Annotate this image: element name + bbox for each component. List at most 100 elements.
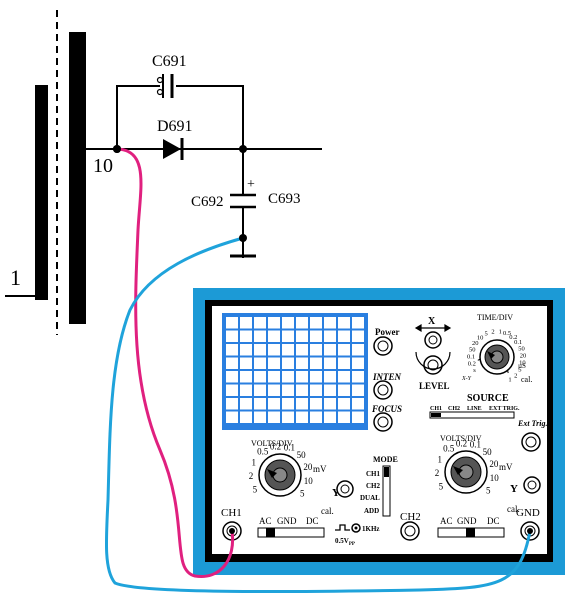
mode-slider-thumb[interactable] (384, 467, 389, 477)
level-arc-icon (415, 351, 451, 370)
screen-grid-cell (282, 384, 294, 396)
level-knob[interactable] (423, 355, 443, 375)
time-div-tick-label: 2 (491, 329, 494, 336)
ch2-coupling-thumb[interactable] (466, 528, 475, 537)
ch1-volts-tick-label: 5 (300, 489, 305, 499)
screen-grid-cell (268, 330, 280, 342)
ch2-volts-tick-label: 20 (489, 459, 499, 469)
secondary-winding-core (69, 32, 86, 324)
x-arrows-icon (414, 323, 452, 333)
screen-grid-cell (324, 344, 336, 356)
time-div-knob[interactable] (479, 339, 515, 375)
time-div-tick-label: s (473, 367, 476, 374)
ch1-volts-tick-label: 5 (253, 485, 258, 495)
screen-grid-cell (282, 411, 294, 423)
probe-ground-node (239, 234, 247, 242)
mode-slider[interactable] (382, 465, 391, 517)
time-xy-label: X-Y (461, 376, 472, 382)
time-div-tick-label: 10 (519, 360, 526, 367)
screen-grid-cell (338, 357, 350, 369)
time-div-tick-label: 20 (520, 353, 527, 360)
screen-grid-cell (254, 317, 266, 329)
ext-trig-jack[interactable] (521, 432, 541, 452)
focus-label: FOCUS (371, 404, 402, 414)
screen-grid-cell (338, 384, 350, 396)
screen-grid-cell (324, 317, 336, 329)
screen-grid-cell (352, 330, 364, 342)
ch1-volts-tick-label: 0.1 (284, 443, 295, 453)
mode-label: MODE (373, 455, 398, 464)
power-label: Power (375, 327, 400, 337)
gnd-jack-label: GND (516, 507, 540, 519)
ch2-volts-tick-label: 1 (438, 455, 443, 465)
screen-grid-cell (324, 398, 336, 410)
screen-grid-cell (226, 398, 238, 410)
screen-grid-cell (282, 317, 294, 329)
power-knob[interactable] (373, 336, 393, 356)
ch1-coupling-gnd: GND (277, 516, 297, 526)
capacitor-c691: C691 (152, 53, 187, 98)
ch1-volts-tick-label: 1 (252, 458, 257, 468)
gnd-probe-wire (104, 236, 532, 594)
scope-screen (222, 313, 368, 430)
screen-grid-cell (254, 330, 266, 342)
ch2-y-position-knob[interactable] (523, 476, 541, 494)
time-div-tick-label: 5 (518, 367, 521, 374)
ch1-volts-knob[interactable] (258, 453, 302, 497)
screen-grid-cell (296, 411, 308, 423)
ch2-volts-knob[interactable] (444, 450, 488, 494)
ch1-volts-tick-label: 50 (297, 450, 307, 460)
source-slider-thumb[interactable] (431, 413, 441, 417)
time-div-tick-label: 0.1 (514, 339, 522, 346)
probe-tip-node (113, 145, 121, 153)
ch1-volts-tick-label: 20 (303, 462, 313, 472)
source-slider[interactable] (429, 411, 515, 419)
screen-grid-cell (254, 398, 266, 410)
inten-knob[interactable] (373, 380, 393, 400)
screen-grid-cell (282, 344, 294, 356)
ch2-coupling-gnd: GND (457, 516, 477, 526)
screen-grid-cell (324, 371, 336, 383)
ch1-volts-tick-label: 0.5 (257, 447, 269, 457)
x-label: X (428, 316, 436, 327)
screen-grid-cell (324, 411, 336, 423)
screen-grid-cell (324, 330, 336, 342)
screen-grid-cell (268, 411, 280, 423)
time-div-tick-label: 0.2 (468, 361, 476, 368)
screen-grid-cell (226, 371, 238, 383)
junction-node (239, 145, 247, 153)
ch1-coupling-ac: AC (259, 516, 272, 526)
screen-grid-cell (226, 330, 238, 342)
ch1-volts-div-label: VOLTS/DIV (251, 439, 293, 448)
ext-trig-label: Ext Trig. (517, 419, 547, 428)
screen-grid-cell (226, 344, 238, 356)
screen-grid-cell (254, 411, 266, 423)
ch1-coupling-slider[interactable] (257, 527, 325, 538)
time-div-tick-label: 20 (472, 340, 479, 347)
diode-d691: D691 (157, 118, 193, 160)
square-wave-icon (335, 524, 350, 531)
ch1-y-position-knob[interactable] (336, 480, 354, 498)
screen-grid-cell (254, 357, 266, 369)
d691-label: D691 (157, 118, 193, 135)
screen-grid-cell (338, 330, 350, 342)
ch2-input-jack[interactable] (400, 521, 420, 541)
ch2-jack-label: CH2 (400, 511, 421, 523)
ch1-coupling-thumb[interactable] (266, 528, 275, 537)
screen-grid-cell (338, 398, 350, 410)
c691-label: C691 (152, 53, 187, 70)
screen-grid-cell (310, 330, 322, 342)
ch1-probe-wire (116, 147, 235, 578)
x-position-knob[interactable] (424, 331, 442, 349)
ch1-volts-tick-label: 2 (249, 471, 254, 481)
ch2-volts-tick-label: 0.1 (470, 440, 481, 450)
mode-opt-ch2: CH2 (366, 482, 381, 490)
screen-grid-cell (310, 371, 322, 383)
time-div-tick-label: 0.2 (509, 334, 517, 341)
cal-output-terminal[interactable] (351, 523, 361, 533)
source-opt-line: LINE (467, 406, 482, 412)
screen-grid-cell (240, 371, 252, 383)
focus-knob[interactable] (373, 412, 393, 432)
time-div-tick-label: 10 (477, 334, 484, 341)
